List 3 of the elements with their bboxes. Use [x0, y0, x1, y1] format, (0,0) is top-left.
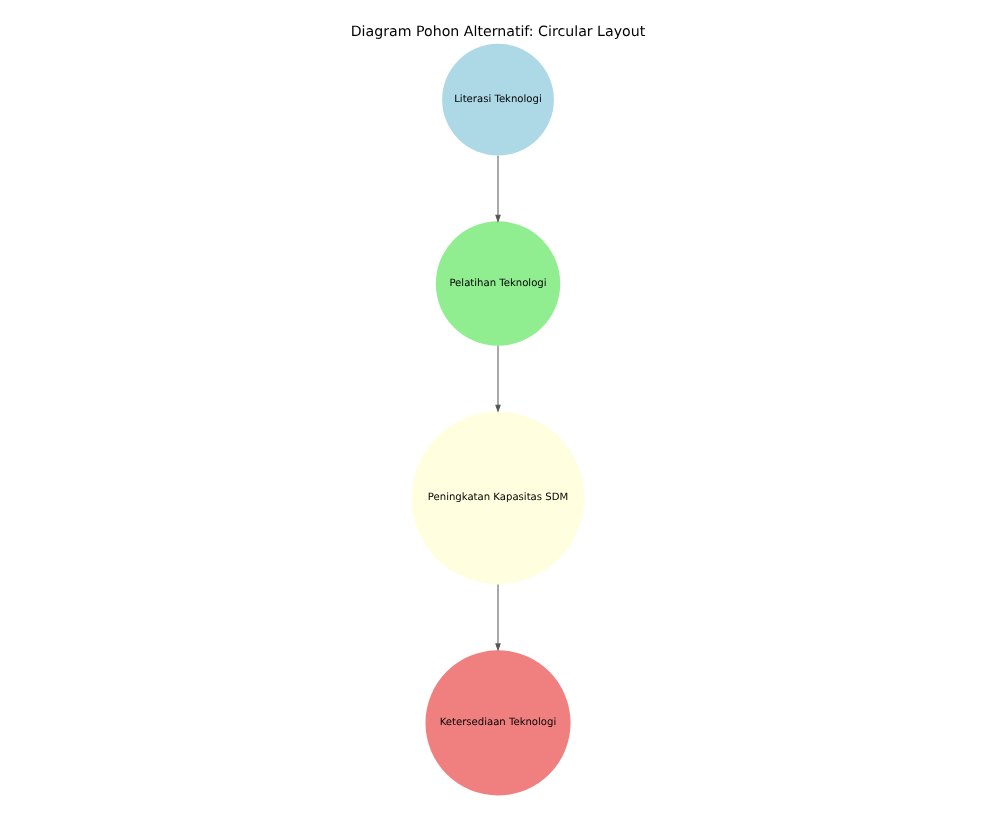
arrow: [495, 583, 501, 652]
arrow: [495, 155, 501, 223]
arrow: [495, 345, 501, 413]
